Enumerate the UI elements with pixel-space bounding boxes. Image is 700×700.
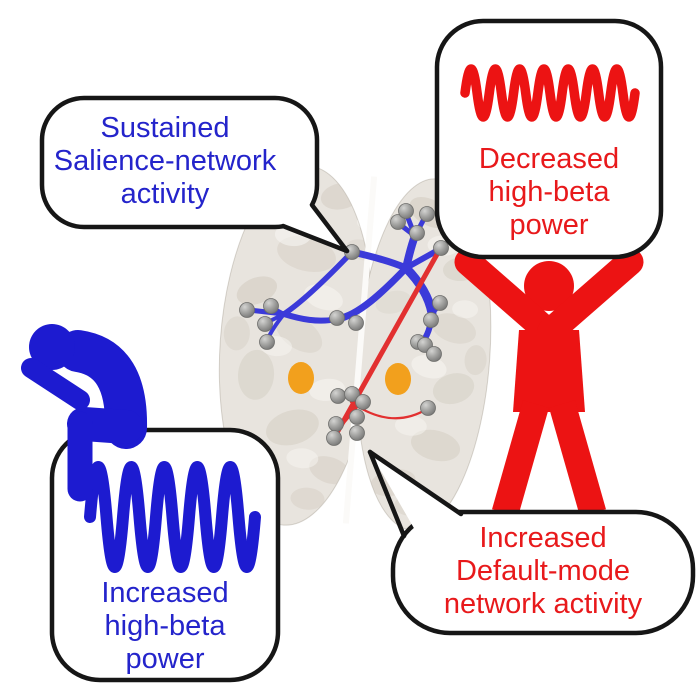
network-node: [329, 310, 345, 326]
salience-network-edge: [401, 263, 437, 318]
network-node: [239, 302, 255, 318]
bubble-tail-edge: [280, 223, 350, 254]
thalamus-marker: [385, 363, 411, 395]
network-node: [390, 214, 406, 230]
bubble-tail-edge: [367, 449, 407, 539]
increased-beta-bubble-label: Increased high-beta power: [101, 577, 229, 675]
speech-bubble-salience: [39, 95, 350, 254]
brain-texture-blob: [375, 290, 412, 314]
brain-texture-blob: [223, 316, 250, 351]
network-node: [426, 346, 442, 362]
person-arm-left: [454, 248, 561, 345]
person-arm: [21, 358, 90, 410]
thalamus-markers: [288, 362, 411, 395]
brain-texture-blob: [236, 276, 278, 305]
bubble-tail: [279, 200, 347, 251]
brain-texture-blob: [290, 487, 325, 510]
person-head: [524, 261, 574, 311]
decreased-beta-bubble-label: Decreased high-beta power: [478, 143, 620, 241]
salience-bubble-label: Sustained Salience-network activity: [53, 112, 277, 210]
network-node: [419, 206, 435, 222]
network-node: [349, 425, 365, 441]
speech-bubble-decreased-beta: [434, 18, 664, 260]
network-node: [432, 295, 448, 311]
network-node: [420, 400, 436, 416]
network-node: [328, 416, 344, 432]
default-mode-bubble-label: Increased Default-mode network activity: [443, 522, 643, 620]
network-node: [263, 298, 279, 314]
thalamus-marker: [288, 362, 314, 394]
brain-texture-blob: [309, 456, 350, 485]
network-node: [349, 409, 365, 425]
brain-texture-blob: [394, 415, 427, 436]
brain-texture-blob: [410, 429, 461, 462]
brain-texture-blob: [266, 409, 319, 446]
network-node: [433, 240, 449, 256]
brain-texture-blob: [286, 448, 319, 469]
sine-wave-icon: [84, 461, 261, 573]
brain-texture-blob: [432, 373, 475, 405]
sine-wave-icon: [460, 64, 640, 122]
person-leg-left: [492, 400, 549, 517]
bubble-tail-edge: [309, 202, 350, 254]
network-node: [409, 225, 425, 241]
bubble-tail-edge: [367, 449, 464, 517]
network-node: [344, 386, 360, 402]
brain-midline-fissure: [342, 176, 378, 524]
arms-raised-person-icon: [454, 248, 644, 517]
person-head: [29, 324, 75, 370]
network-node: [257, 316, 273, 332]
speech-bubble-default-mode: [367, 449, 696, 636]
bubble-tail: [370, 452, 470, 549]
default-mode-network-edge: [331, 246, 443, 441]
brain-texture-blob: [237, 349, 275, 400]
brain-texture-blob: [376, 173, 407, 194]
salience-network-edge: [281, 249, 355, 317]
person-leg-right: [549, 400, 606, 517]
network-node: [355, 394, 371, 410]
brain-texture-blob: [464, 345, 487, 376]
speech-bubble-increased-beta: [49, 427, 281, 683]
bubble-body: [390, 509, 696, 636]
network-nodes: [239, 203, 449, 446]
network-node: [330, 388, 346, 404]
brain-texture-blob: [431, 313, 476, 344]
network-node: [423, 312, 439, 328]
network-node: [326, 430, 342, 446]
bubble-body: [39, 95, 320, 230]
network-node: [398, 203, 414, 219]
network-node: [348, 315, 364, 331]
hunched-sitting-person-icon: [21, 324, 148, 502]
network-node: [259, 334, 275, 350]
person-torso: [513, 330, 585, 412]
brain-texture-blob: [411, 355, 447, 379]
brain-texture-blob: [452, 300, 479, 319]
person-arm-right: [537, 248, 644, 345]
